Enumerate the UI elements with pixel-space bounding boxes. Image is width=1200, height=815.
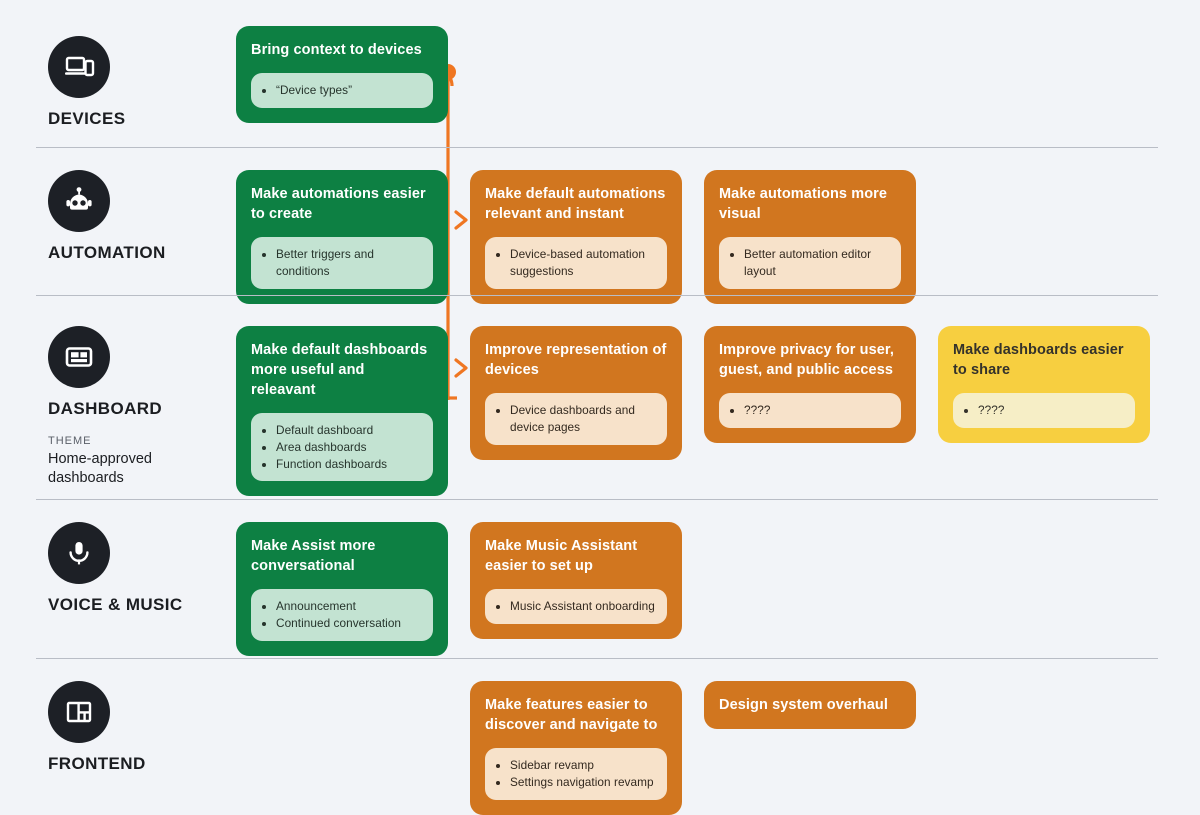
card-title: Make default dashboards more useful and … — [251, 342, 428, 398]
card-item: Sidebar revamp — [510, 757, 655, 774]
row-voice-music: VOICE & MUSIC Make Assist more conversat… — [0, 500, 1200, 659]
category-voice-music: VOICE & MUSIC — [48, 522, 228, 615]
card-design-system-overhaul[interactable]: Design system overhaul — [704, 681, 916, 729]
category-automation: AUTOMATION — [48, 170, 228, 263]
card-title: Bring context to devices — [251, 42, 422, 58]
theme-label: THEME — [48, 435, 92, 447]
category-frontend: FRONTEND — [48, 681, 228, 774]
devices-icon — [48, 36, 110, 98]
category-name: DASHBOARD — [48, 399, 163, 418]
card-title: Make automations more visual — [719, 186, 888, 222]
theme-text: Home-approved dashboards — [48, 451, 152, 487]
row-divider — [36, 295, 1158, 296]
card-title: Make dashboards easier to share — [953, 342, 1124, 378]
category-devices: DEVICES — [48, 36, 228, 129]
card-improve-privacy[interactable]: Improve privacy for user, guest, and pub… — [704, 326, 916, 443]
card-title: Make Music Assistant easier to set up — [485, 538, 638, 574]
card-items: Device-based automation suggestions — [485, 237, 667, 289]
card-item: “Device types” — [276, 82, 421, 99]
card-items: Sidebar revamp Settings navigation revam… — [485, 748, 667, 800]
card-make-automations-easier-to-create[interactable]: Make automations easier to create Better… — [236, 170, 448, 304]
card-title: Make default automations relevant and in… — [485, 186, 666, 222]
card-item: Function dashboards — [276, 456, 421, 473]
row-automation: AUTOMATION Make automations easier to cr… — [0, 148, 1200, 304]
card-title: Make features easier to discover and nav… — [485, 697, 658, 733]
category-name: FRONTEND — [48, 754, 146, 773]
card-item: Better automation editor layout — [744, 246, 889, 280]
card-item: Continued conversation — [276, 615, 421, 632]
card-items: Better triggers and conditions — [251, 237, 433, 289]
card-item: Device dashboards and device pages — [510, 402, 655, 436]
card-make-dashboards-easier-to-share[interactable]: Make dashboards easier to share ???? — [938, 326, 1150, 443]
card-make-default-dashboards-more-useful[interactable]: Make default dashboards more useful and … — [236, 326, 448, 497]
card-items: Device dashboards and device pages — [485, 393, 667, 445]
card-item: Announcement — [276, 598, 421, 615]
card-make-default-automations-relevant-and-instant[interactable]: Make default automations relevant and in… — [470, 170, 682, 304]
card-bring-context-to-devices[interactable]: Bring context to devices “Device types” — [236, 26, 448, 123]
card-item: Area dashboards — [276, 439, 421, 456]
card-title: Make Assist more conversational — [251, 538, 376, 574]
card-title: Improve representation of devices — [485, 342, 667, 378]
card-item: ???? — [744, 402, 889, 419]
card-make-music-assistant-easier-to-set-up[interactable]: Make Music Assistant easier to set up Mu… — [470, 522, 682, 639]
dashboard-icon — [48, 326, 110, 388]
card-items: Default dashboard Area dashboards Functi… — [251, 413, 433, 482]
card-items: ???? — [719, 393, 901, 428]
card-item: Better triggers and conditions — [276, 246, 421, 280]
card-item: Settings navigation revamp — [510, 774, 655, 791]
card-title: Make automations easier to create — [251, 186, 426, 222]
card-make-automations-more-visual[interactable]: Make automations more visual Better auto… — [704, 170, 916, 304]
card-make-assist-more-conversational[interactable]: Make Assist more conversational Announce… — [236, 522, 448, 656]
row-devices: DEVICES Bring context to devices “Device… — [0, 0, 1200, 148]
row-frontend: FRONTEND Make features easier to discove… — [0, 659, 1200, 815]
layout-icon — [48, 681, 110, 743]
row-divider — [36, 147, 1158, 148]
row-divider — [36, 658, 1158, 659]
robot-icon — [48, 170, 110, 232]
category-name: DEVICES — [48, 109, 126, 128]
card-item: Device-based automation suggestions — [510, 246, 655, 280]
row-divider — [36, 499, 1158, 500]
card-title: Design system overhaul — [719, 697, 889, 713]
card-item: ???? — [978, 402, 1123, 419]
card-title: Improve privacy for user, guest, and pub… — [719, 342, 894, 378]
row-dashboard: DASHBOARD THEME Home-approved dashboards… — [0, 296, 1200, 500]
card-item: Music Assistant onboarding — [510, 598, 655, 615]
category-name: VOICE & MUSIC — [48, 595, 183, 614]
card-items: ???? — [953, 393, 1135, 428]
card-make-features-easier-to-discover[interactable]: Make features easier to discover and nav… — [470, 681, 682, 815]
category-name: AUTOMATION — [48, 243, 166, 262]
card-item: Default dashboard — [276, 422, 421, 439]
card-items: Announcement Continued conversation — [251, 589, 433, 641]
card-items: “Device types” — [251, 73, 433, 108]
card-items: Music Assistant onboarding — [485, 589, 667, 624]
category-dashboard: DASHBOARD THEME Home-approved dashboards — [48, 326, 228, 488]
card-items: Better automation editor layout — [719, 237, 901, 289]
card-improve-representation-of-devices[interactable]: Improve representation of devices Device… — [470, 326, 682, 460]
microphone-icon — [48, 522, 110, 584]
